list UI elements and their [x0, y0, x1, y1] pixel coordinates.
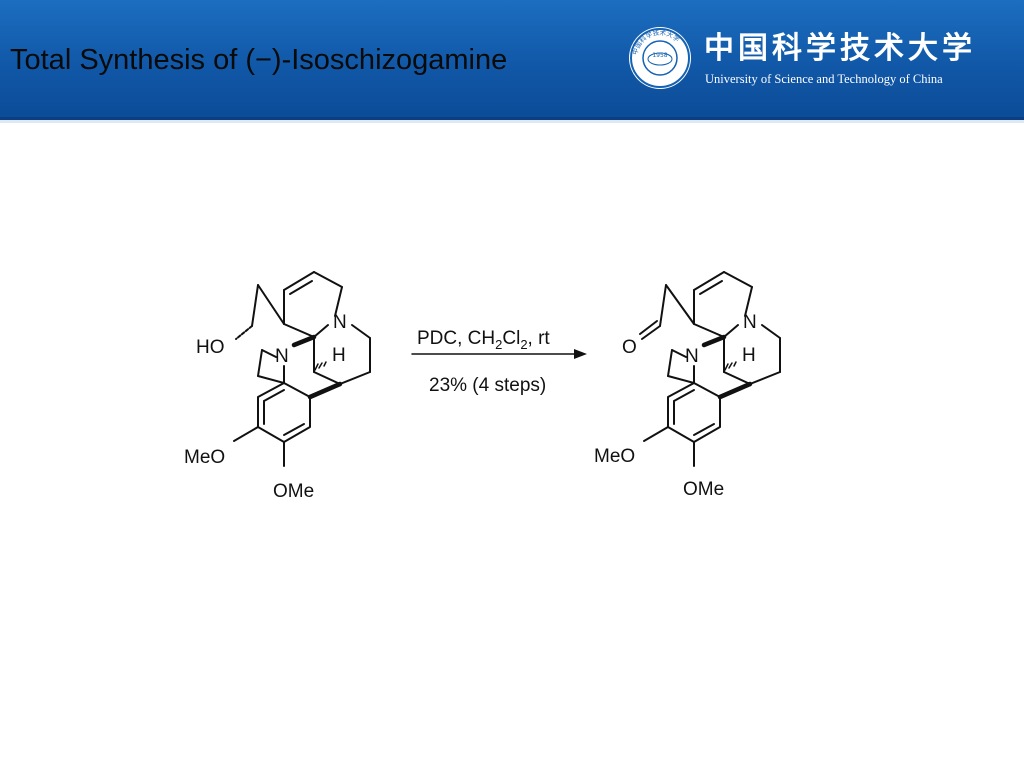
sm-label-n-top: N — [333, 312, 347, 333]
reaction-yield: 23% (4 steps) — [429, 375, 546, 396]
university-seal-icon: 中国科学技术大学 1958 — [629, 27, 691, 89]
product-label-n-mid: N — [685, 346, 699, 367]
product-structure — [639, 271, 781, 467]
starting-material-structure — [233, 271, 371, 467]
hashed-wedge-product — [724, 361, 737, 371]
sm-label-n-mid: N — [275, 346, 289, 367]
header-divider — [0, 117, 1024, 120]
university-name-cn: 中国科学技术大学 — [704, 31, 976, 66]
hashed-wedge-sm — [314, 361, 327, 371]
product-label-n-top: N — [743, 312, 757, 333]
university-name-en: University of Science and Technology of … — [705, 72, 943, 86]
sm-label-ome: OMe — [273, 481, 314, 502]
seal-year: 1958 — [652, 52, 667, 59]
product-label-o: O — [622, 337, 637, 358]
product-label-meo: MeO — [594, 446, 635, 467]
sm-label-h: H — [332, 345, 346, 366]
header-divider-light — [0, 120, 1024, 123]
reaction-reagents: PDC, CH2Cl2, rt — [417, 328, 550, 352]
sm-label-meo: MeO — [184, 447, 225, 468]
product-label-ome: OMe — [683, 479, 724, 500]
product-label-h: H — [742, 345, 756, 366]
slide-title: Total Synthesis of (−)-Isoschizogamine — [10, 44, 508, 76]
header-band — [0, 0, 1024, 117]
sm-label-ho: HO — [196, 337, 225, 358]
